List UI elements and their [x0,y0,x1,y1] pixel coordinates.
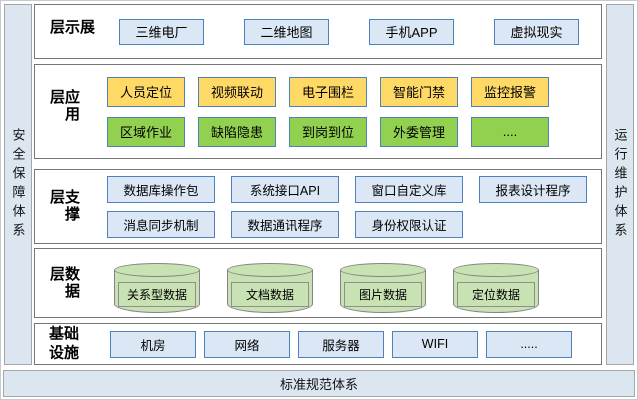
bottom-bar-label: 标准规范体系 [279,377,358,392]
layer-application-label: 应用层 [48,88,80,123]
cylinder-top-ellipse [340,262,426,277]
diagram-box: 窗口自定义库 [355,175,463,203]
diagram-box: 机房 [110,330,196,358]
diagram-box: ..... [486,330,572,358]
diagram-box: WIFI [392,330,478,358]
layer-infrastructure-label: 基础 设施 [49,325,80,361]
layer-presentation-content: 三维电厂 二维地图 手机APP 虚拟现实 [35,5,601,58]
right-sidebar-label: 运行维护体系 [612,127,628,242]
database-cylinder: 图片数据 [340,262,426,313]
box-row: 区域作业缺陷隐患到岗到位外委管理.... [107,116,601,147]
diagram-box: 数据通讯程序 [231,210,339,238]
layer-application: 应用层 人员定位视频联动电子围栏智能门禁监控报警区域作业缺陷隐患到岗到位外委管理… [34,64,602,159]
cylinder-label: 图片数据 [344,281,422,307]
cylinder-label: 文档数据 [231,281,309,307]
diagram-box: 智能门禁 [380,76,458,107]
cylinder-label: 关系型数据 [118,281,196,307]
layer-application-content: 人员定位视频联动电子围栏智能门禁监控报警区域作业缺陷隐患到岗到位外委管理.... [35,65,601,158]
diagram-box: 系统接口API [231,175,339,203]
diagram-box: 三维电厂 [119,18,204,45]
diagram-box: 二维地图 [244,18,329,45]
cylinder-label: 定位数据 [457,281,535,307]
layer-support-label: 支撑层 [48,188,80,223]
cylinder-top-ellipse [227,262,313,277]
diagram-box: 视频联动 [198,76,276,107]
layer-presentation: 展示层 三维电厂 二维地图 手机APP 虚拟现实 [34,4,602,59]
diagram-box: 消息同步机制 [107,210,215,238]
layer-data: 数据层 关系型数据 文档数据 图片数据 定位数据 [34,248,602,318]
diagram-box: 网络 [204,330,290,358]
box-row: 消息同步机制数据通讯程序身份权限认证 [107,210,601,238]
diagram-box: 区域作业 [107,116,185,147]
diagram-box: 缺陷隐患 [198,116,276,147]
layer-infrastructure-content: 机房网络服务器 WIFI..... [35,324,601,364]
diagram-box: 电子围栏 [289,76,367,107]
diagram-box: 监控报警 [471,76,549,107]
database-cylinder: 定位数据 [453,262,539,313]
diagram-box: 外委管理 [380,116,458,147]
box-row: 机房网络服务器 WIFI..... [110,330,601,358]
box-row: 三维电厂 二维地图 手机APP 虚拟现实 [119,18,601,45]
diagram-box: 人员定位 [107,76,185,107]
cylinder-top-ellipse [114,262,200,277]
diagram-box: 手机APP [369,18,454,45]
cylinder-top-ellipse [453,262,539,277]
diagram-box: 虚拟现实 [494,18,579,45]
diagram-box: 到岗到位 [289,116,367,147]
diagram-box: .... [471,116,549,147]
diagram-box: 报表设计程序 [479,175,587,203]
database-cylinder: 文档数据 [227,262,313,313]
database-cylinder: 关系型数据 [114,262,200,313]
box-row: 人员定位视频联动电子围栏智能门禁监控报警 [107,76,601,107]
diagram-box: 身份权限认证 [355,210,463,238]
layer-data-label: 数据层 [48,266,80,300]
bottom-bar-standards-system: 标准规范体系 [3,370,635,397]
left-sidebar-security-system: 安全保障体系 [4,4,32,365]
layer-support-content: 数据库操作包系统接口API 窗口自定义库报表设计程序消息同步机制数据通讯程序身份权… [35,170,601,243]
layer-support: 支撑层 数据库操作包系统接口API 窗口自定义库报表设计程序消息同步机制数据通讯程… [34,169,602,244]
diagram-box: 服务器 [298,330,384,358]
left-sidebar-label: 安全保障体系 [10,127,26,242]
box-row: 关系型数据 文档数据 图片数据 定位数据 [114,262,601,313]
right-sidebar-operation-maintenance-system: 运行维护体系 [606,4,634,365]
layer-data-content: 关系型数据 文档数据 图片数据 定位数据 [35,249,601,317]
box-row: 数据库操作包系统接口API 窗口自定义库报表设计程序 [107,175,601,203]
diagram-box: 数据库操作包 [107,175,215,203]
layer-presentation-label: 展示层 [48,18,95,36]
layer-infrastructure: 基础 设施 机房网络服务器 WIFI..... [34,323,602,365]
